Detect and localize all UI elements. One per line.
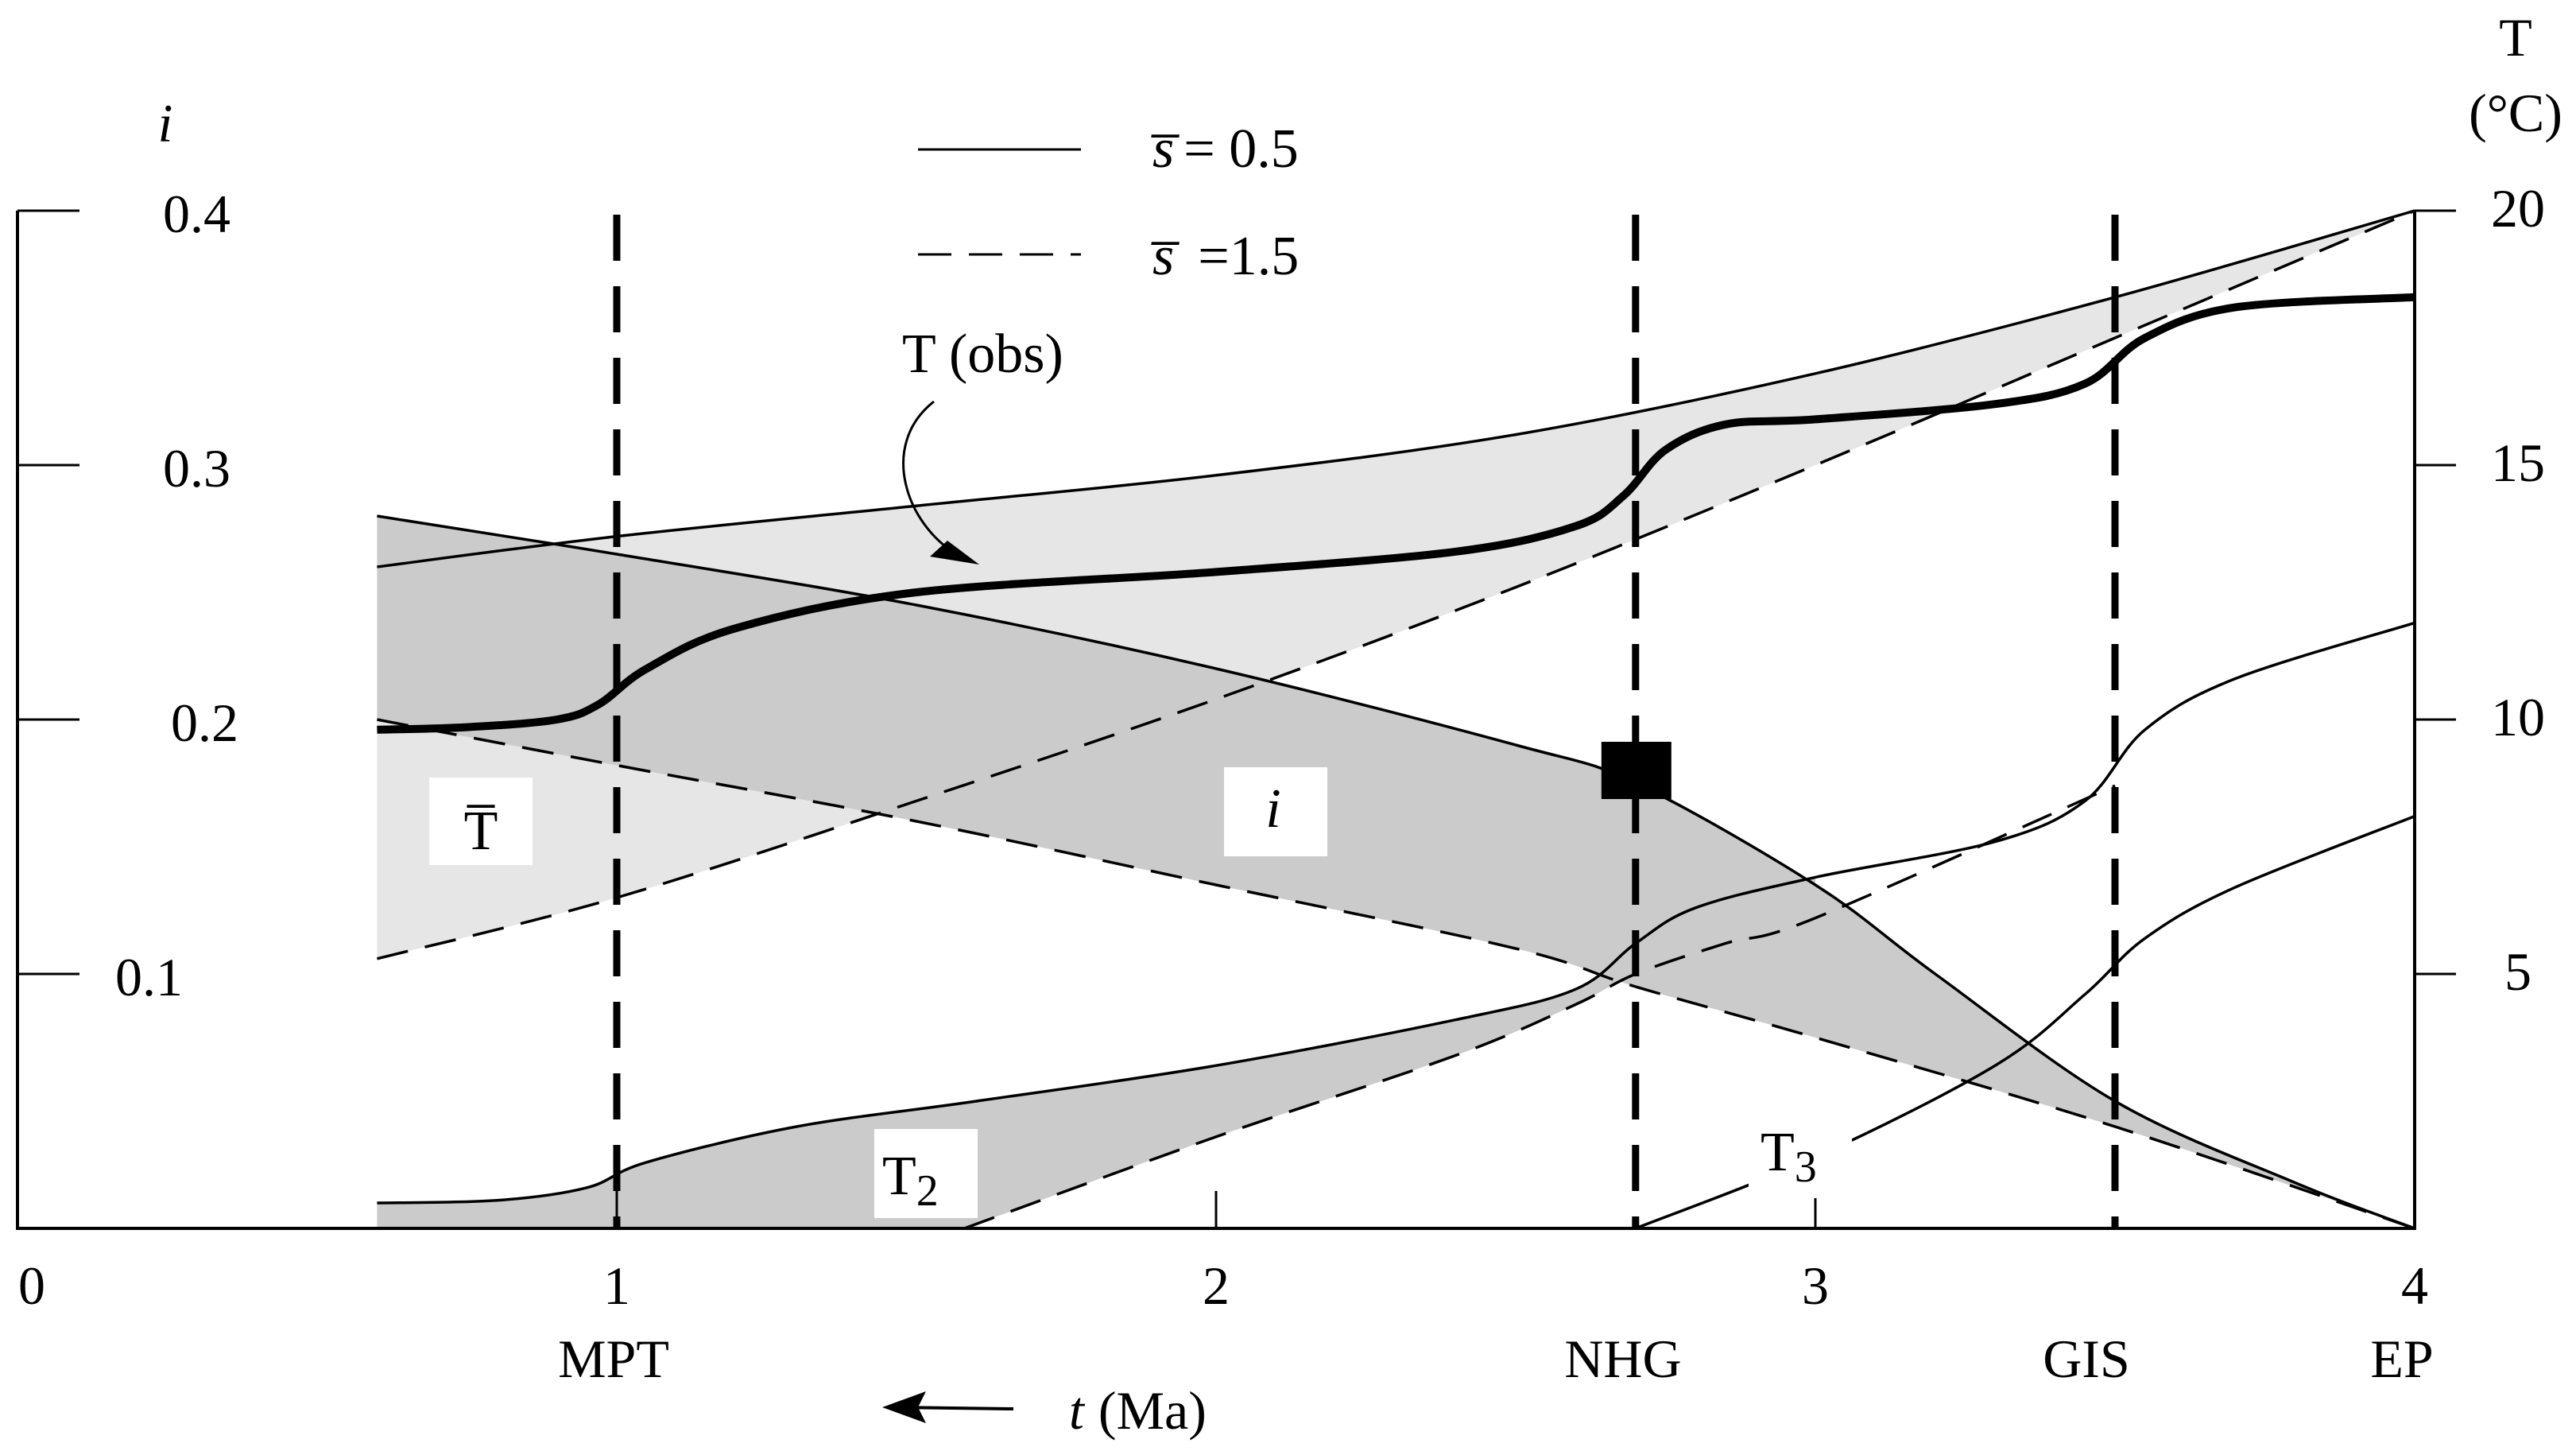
left-y-tick-label-0.1: 0.1	[115, 947, 183, 1007]
event-label-ep: EP	[2370, 1329, 2433, 1389]
x-tick-label-3: 3	[1802, 1255, 1829, 1316]
t3-label-box	[1749, 1109, 1852, 1198]
i-region-label: i	[1265, 778, 1280, 840]
time-direction-arrow-head	[882, 1391, 926, 1423]
right-y-tick-label-10: 10	[2491, 687, 2545, 747]
t3-label-base: T	[1761, 1122, 1795, 1183]
series-line-2	[376, 209, 2415, 960]
i-label-box	[1224, 767, 1327, 856]
t2-region-label: T2	[882, 1146, 939, 1216]
left-y-tick-label-0.4: 0.4	[163, 184, 230, 244]
curves	[376, 209, 2415, 1230]
x-tick-label-0: 0	[18, 1255, 45, 1316]
x-tick-label-1: 1	[603, 1255, 630, 1316]
right-y-tick-label-5: 5	[2504, 941, 2531, 1002]
t2-band	[377, 877, 1815, 1228]
event-label-gis: GIS	[2043, 1329, 2130, 1389]
series-line-0	[377, 293, 2415, 734]
legend-solid-var: s̅	[1151, 118, 1180, 180]
t-bar-label-box	[429, 778, 533, 865]
t2-label-box	[874, 1129, 978, 1218]
right-y-tick-label-20: 20	[2491, 178, 2545, 239]
x-axis-title-unit: (Ma)	[1098, 1380, 1207, 1441]
left-y-tick-label-0.2: 0.2	[171, 693, 238, 753]
t3-region-label: T3	[1761, 1122, 1817, 1192]
t-obs-pointer-head	[930, 541, 979, 564]
t-obs-pointer	[902, 400, 959, 557]
legend-solid-value: = 0.5	[1183, 118, 1298, 180]
series-line-5	[377, 621, 2415, 1205]
left-y-axis-title: i	[158, 93, 173, 153]
right-y-tick-label-15: 15	[2491, 433, 2545, 493]
labels: 0 1 2 3 4 0.1 0.2 0.3 0.4 5 10 15 20 i T…	[18, 7, 2562, 1441]
t3-label-sub: 3	[1795, 1143, 1817, 1192]
i-band	[377, 516, 2415, 1228]
x-tick-label-2: 2	[1203, 1255, 1230, 1316]
series-line-1	[377, 209, 2415, 568]
legend-dashed-var: s̅	[1151, 226, 1180, 287]
x-axis-title: t(Ma)	[1069, 1380, 1207, 1441]
event-lines	[613, 215, 2119, 1228]
x-axis-title-var: t	[1069, 1380, 1086, 1441]
event-label-mpt: MPT	[558, 1329, 669, 1389]
event-label-nhg: NHG	[1564, 1329, 1681, 1389]
x-tick-label-4: 4	[2401, 1255, 2428, 1316]
right-y-axis-title-line1: T	[2499, 7, 2532, 68]
legend-dashed-label: s̅ =1.5	[1151, 226, 1300, 287]
right-y-axis-title-line2: (°C)	[2469, 83, 2562, 143]
axes	[16, 209, 2456, 1230]
shaded-regions	[377, 211, 2415, 1228]
t2-label-base: T	[882, 1146, 916, 1207]
series-line-3	[377, 514, 2415, 1230]
series-line-6	[963, 784, 2116, 1230]
legend-solid-label: s̅= 0.5	[1151, 118, 1299, 180]
nhg-marker	[1601, 742, 1671, 799]
t2-label-sub: 2	[916, 1166, 939, 1216]
left-y-tick-label-0.3: 0.3	[163, 438, 230, 499]
markers	[1601, 742, 1671, 799]
t-bar-label: T̅	[464, 801, 498, 862]
t-obs-label: T (obs)	[902, 324, 1063, 385]
legend-dashed-value: =1.5	[1198, 226, 1299, 287]
